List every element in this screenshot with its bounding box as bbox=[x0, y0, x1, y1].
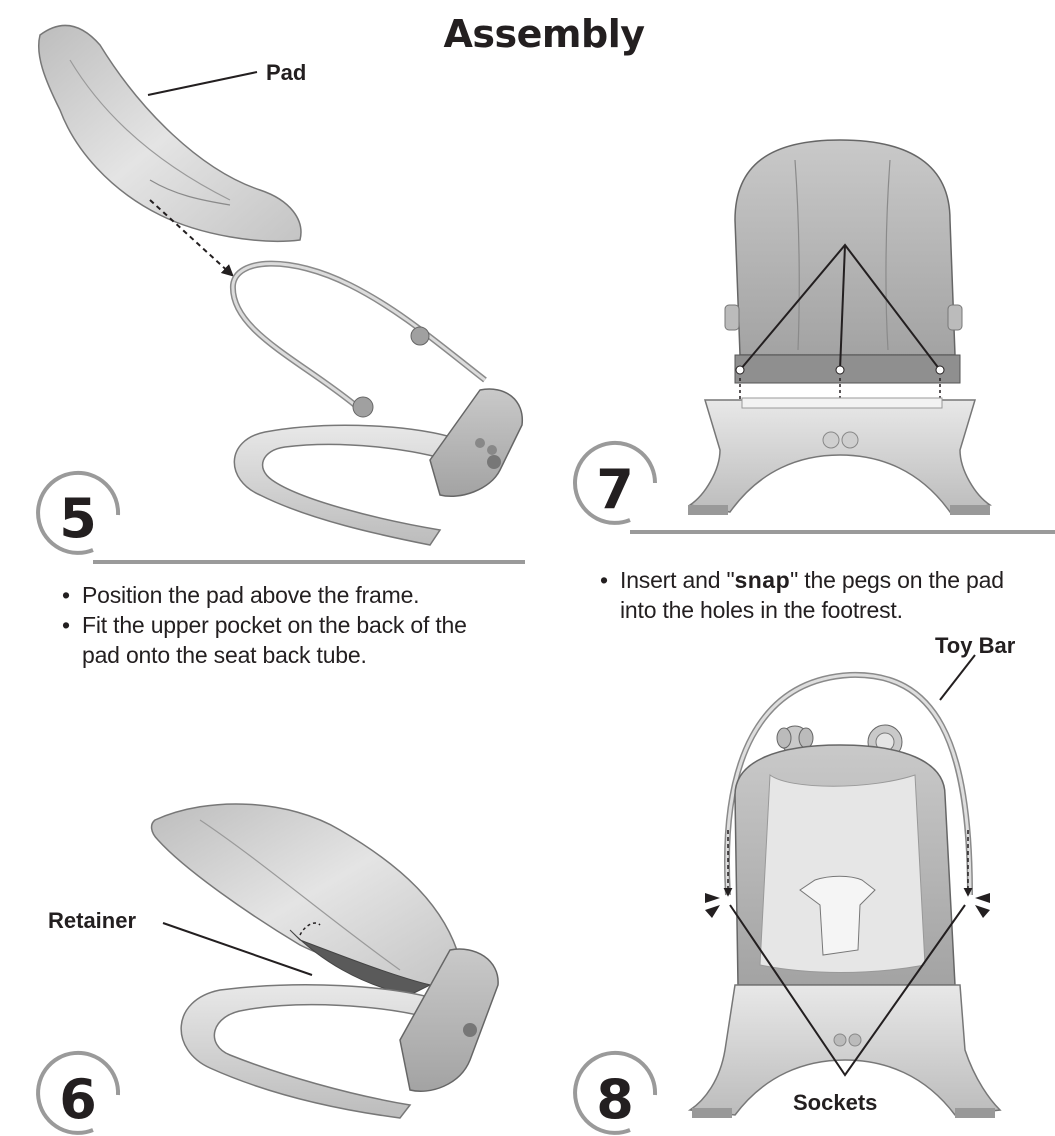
step-number-6: 6 bbox=[48, 1068, 108, 1131]
step7-illustration bbox=[688, 140, 990, 515]
step5-base bbox=[234, 425, 460, 545]
step5-instructions: • Position the pad above the frame. • Fi… bbox=[62, 580, 532, 670]
label-pad: Pad bbox=[266, 60, 306, 86]
step5-seat-tube bbox=[233, 264, 485, 405]
step6-base bbox=[181, 985, 440, 1118]
step7-base bbox=[690, 400, 990, 512]
step5-bullet-2-cont: pad onto the seat back tube. bbox=[62, 640, 532, 670]
step6-pad bbox=[152, 804, 463, 987]
step7-bullet-1: • Insert and "snap" the pegs on the pad bbox=[600, 565, 1055, 595]
label-sockets: Sockets bbox=[793, 1090, 877, 1116]
step-number-8: 8 bbox=[585, 1068, 645, 1131]
bullet-dot: • bbox=[62, 580, 82, 610]
label-retainer: Retainer bbox=[48, 908, 136, 934]
step5-bullet-2: • Fit the upper pocket on the back of th… bbox=[62, 610, 532, 640]
step8-illustration bbox=[690, 655, 1000, 1118]
step5-bullet-1: • Position the pad above the frame. bbox=[62, 580, 532, 610]
bullet-dot: • bbox=[62, 610, 82, 640]
step7-instructions: • Insert and "snap" the pegs on the pad … bbox=[600, 565, 1055, 625]
step-number-7: 7 bbox=[585, 458, 645, 521]
step6-illustration bbox=[152, 804, 499, 1118]
step-number-5: 5 bbox=[48, 487, 108, 550]
step5-pad bbox=[39, 25, 301, 241]
page-title: Assembly bbox=[0, 12, 1055, 56]
bullet-dot: • bbox=[600, 565, 620, 595]
step5-illustration bbox=[39, 25, 523, 545]
label-toy-bar: Toy Bar bbox=[935, 633, 1015, 659]
step7-bullet-1-cont: into the holes in the footrest. bbox=[600, 595, 1055, 625]
